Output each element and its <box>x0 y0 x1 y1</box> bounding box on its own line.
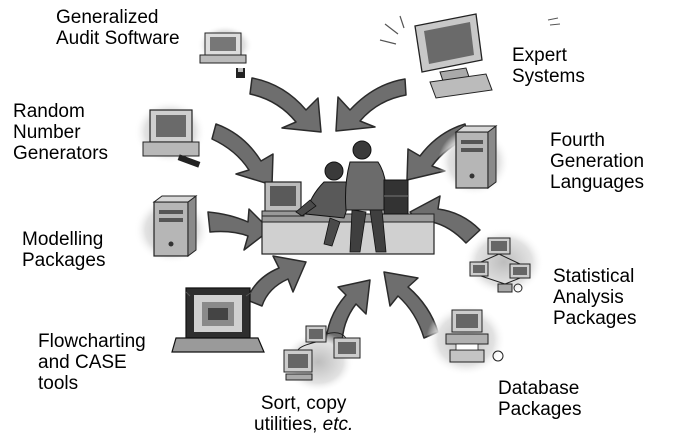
label-random-number-generators: Random Number Generators <box>13 101 109 164</box>
monitor-icon <box>379 13 561 99</box>
people-at-computer-icon <box>261 140 435 255</box>
label-fourth-generation-languages: Fourth Generation Languages <box>550 130 645 193</box>
arrow-from-modelling <box>207 208 271 251</box>
arrow-from-flowcharting <box>246 255 307 307</box>
label-flowcharting-and-case-tools: Flowcharting and CASE tools <box>38 331 146 394</box>
label-modelling-packages: Modelling Packages <box>22 229 106 271</box>
label-expert-systems: Expert Systems <box>512 45 585 87</box>
arrow-from-gas <box>249 77 322 133</box>
label-sort-copy-utilities: Sort, copy utilities, etc. <box>254 393 354 435</box>
desktop-computer-icon <box>134 100 206 168</box>
arrow-from-database <box>383 271 439 339</box>
label-database-packages: Database Packages <box>498 378 582 420</box>
networked-computers-icon <box>464 228 544 296</box>
computer-printer-icon <box>426 304 506 376</box>
tower-computer-icon <box>134 195 210 264</box>
label-statistical-analysis-packages: Statistical Analysis Packages <box>553 266 637 329</box>
arrow-from-sort <box>325 279 371 347</box>
arrow-from-random <box>211 123 274 186</box>
laptop-icon <box>171 287 265 353</box>
linked-monitors-icon <box>282 325 361 392</box>
tower-computer-icon <box>438 125 510 196</box>
label-generalized-audit-software: Generalized Audit Software <box>56 7 180 49</box>
arrow-from-expert <box>335 78 407 132</box>
computer-with-diskette-icon <box>197 25 253 78</box>
